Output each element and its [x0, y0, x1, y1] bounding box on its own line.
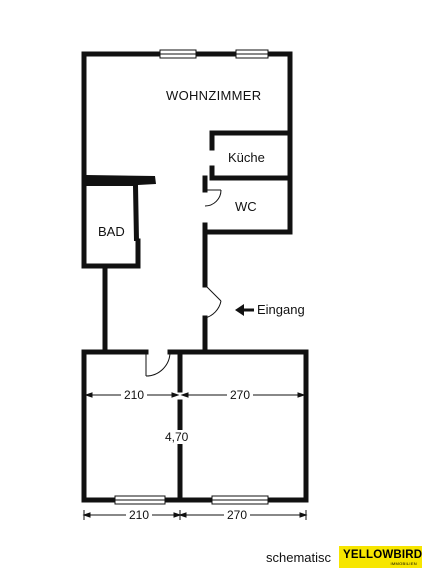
- dimension-room-right-width: 270: [227, 389, 254, 401]
- brand-logo: YELLOWBIRD IMMOBILIEN: [339, 546, 422, 568]
- entrance-arrow-icon: [235, 304, 254, 316]
- bad-thick-wall: [86, 175, 156, 241]
- dimension-lines: [82, 392, 308, 520]
- windows: [114, 49, 269, 505]
- walls: [81, 51, 309, 503]
- dimension-bottom-right-width: 270: [224, 509, 251, 521]
- room-label-bad: BAD: [98, 224, 125, 239]
- footer: schematisc: [266, 546, 331, 568]
- dimension-room-depth: 4,70: [165, 430, 189, 444]
- room-label-wohnzimmer: WOHNZIMMER: [166, 88, 262, 103]
- dimension-bottom-left-width: 210: [126, 509, 153, 521]
- footer-note: schematisc: [266, 549, 332, 565]
- room-label-wc: WC: [235, 199, 257, 214]
- brand-subtitle: IMMOBILIEN: [390, 561, 417, 566]
- dimension-room-left-width: 210: [121, 389, 148, 401]
- doors: [145, 189, 222, 377]
- entrance-label: Eingang: [257, 302, 305, 317]
- room-label-kueche: Küche: [228, 150, 265, 165]
- brand-name: YELLOWBIRD: [343, 549, 423, 561]
